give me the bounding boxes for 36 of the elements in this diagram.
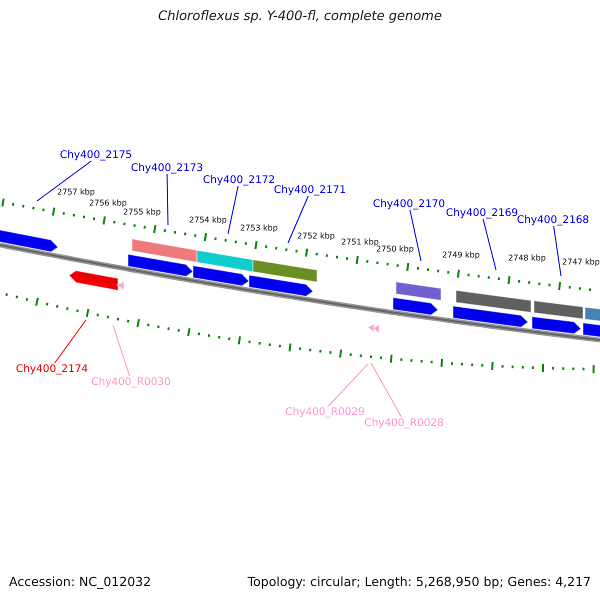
- leader-line: [54, 320, 86, 364]
- gene-label: Chy400_2168: [516, 214, 590, 226]
- leader-line: [409, 210, 422, 262]
- gene-label: Chy400_2175: [60, 149, 132, 161]
- gene-label: Chy400_R0030: [91, 376, 171, 388]
- gene-label: Chy400_2169: [446, 207, 518, 219]
- gene-label: Chy400_2172: [202, 174, 276, 186]
- leader-line: [553, 226, 562, 276]
- scale-label: 2750 kbp: [376, 244, 414, 254]
- gene-label: Chy400_2174: [16, 363, 88, 375]
- scale-label: 2757 kbp: [57, 188, 95, 196]
- gene-label: Chy400_R0028: [364, 417, 444, 429]
- scale-label: 2751 kbp: [341, 238, 379, 246]
- leader-line: [370, 362, 402, 418]
- accession-text: Accession: NC_012032: [9, 574, 152, 589]
- scale-label: 2755 kbp: [123, 208, 161, 216]
- leader-line: [328, 364, 368, 406]
- scale-label: 2754 kbp: [189, 216, 227, 224]
- leader-line: [482, 218, 496, 270]
- leader-line: [166, 174, 168, 226]
- scale-label: 2752 kbp: [297, 232, 335, 240]
- gene-label: Chy400_2171: [274, 184, 346, 196]
- genome-info-text: Topology: circular; Length: 5,268,950 bp; Genes: 4,217: [248, 574, 591, 589]
- leader-line: [288, 196, 309, 244]
- leader-line: [112, 324, 130, 376]
- gene-label: Chy400_2173: [130, 162, 204, 174]
- leader-line: [228, 186, 239, 234]
- scale-label: 2756 kbp: [89, 198, 127, 208]
- scale-label: 2747 kbp: [562, 258, 600, 266]
- scale-label: 2749 kbp: [442, 250, 480, 260]
- map-title: Chloroflexus sp. Y-400-fl, complete genome: [158, 9, 442, 24]
- gene-label: Chy400_R0029: [285, 406, 365, 418]
- leader-line: [36, 160, 92, 202]
- scale-label: 2753 kbp: [240, 224, 278, 232]
- scale-label: 2748 kbp: [508, 254, 546, 262]
- gene-label: Chy400_2170: [372, 198, 446, 210]
